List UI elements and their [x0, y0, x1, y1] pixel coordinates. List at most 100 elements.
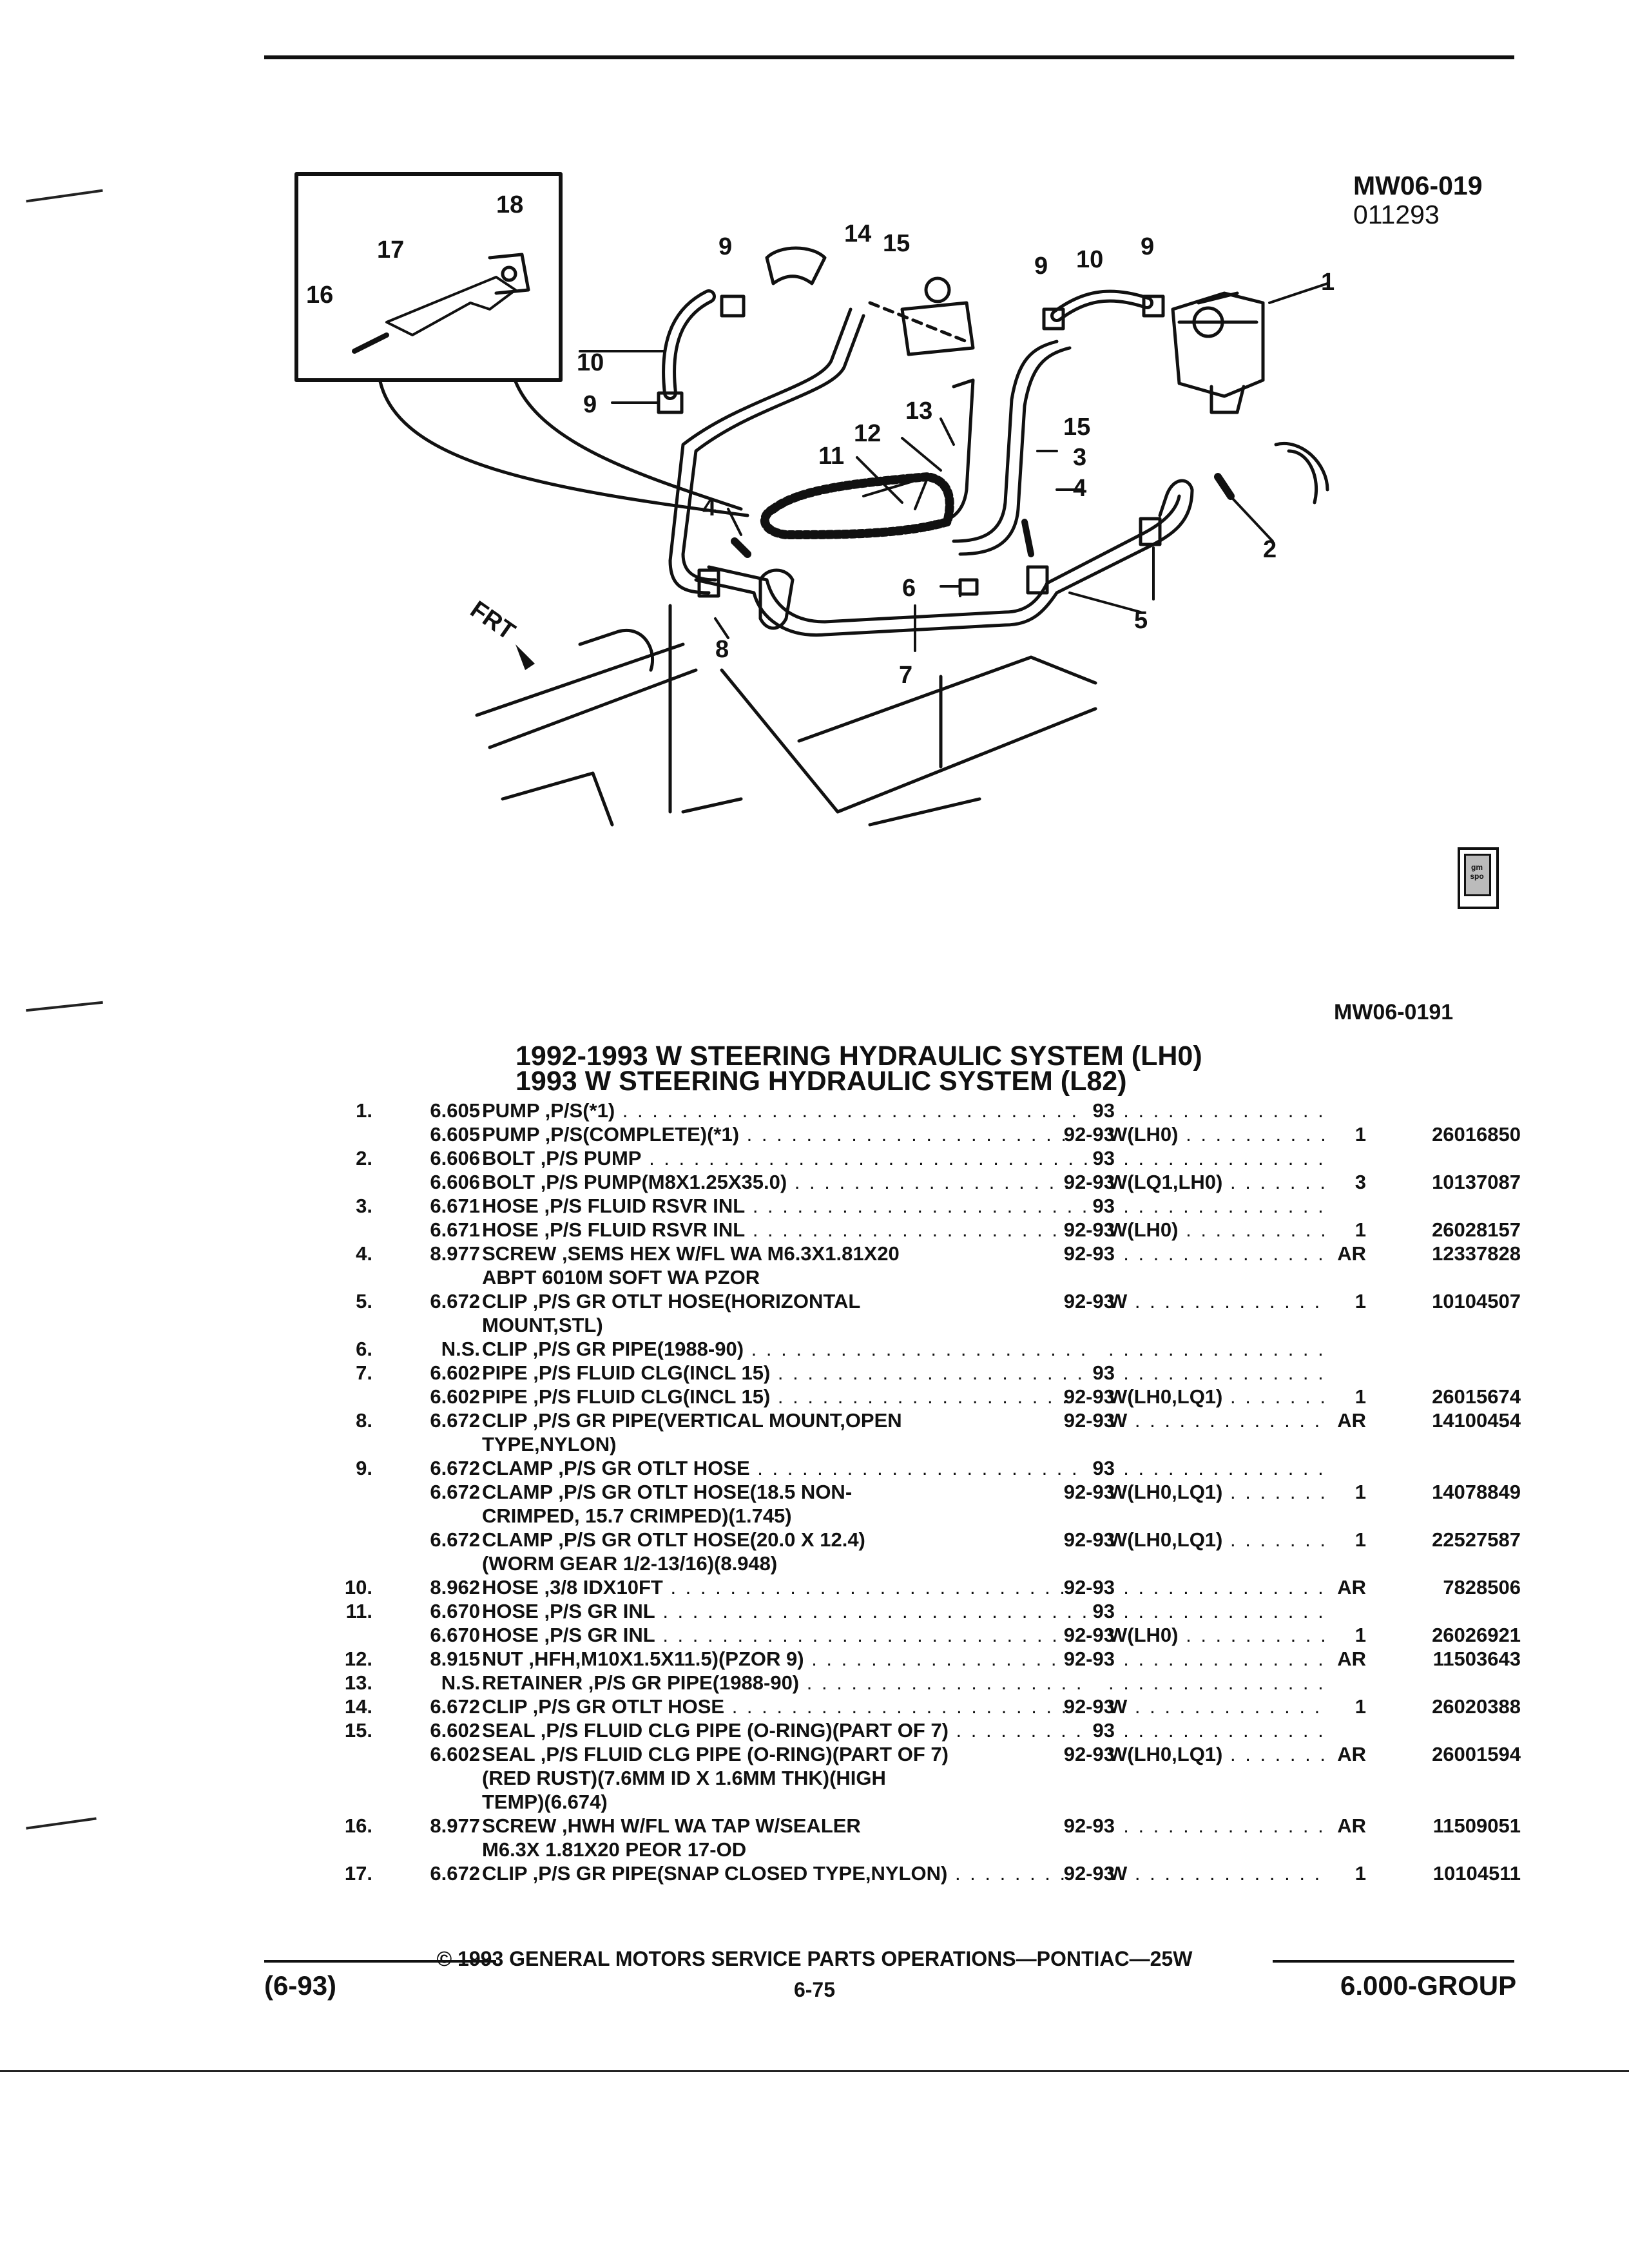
scan-mark	[26, 1001, 103, 1012]
leader-dots: . . . . . . . . . . . . . . . . . . . .	[1108, 1099, 1331, 1122]
part-name: SCREW	[482, 1242, 557, 1265]
quantity: AR	[1337, 1648, 1366, 1670]
model-years: 92-93	[1063, 1218, 1115, 1241]
item-number: 15.	[344, 1719, 372, 1742]
callout-number: 11	[818, 443, 844, 470]
item-number: 17.	[344, 1862, 372, 1885]
model-years: 93	[1092, 1195, 1115, 1217]
part-detail: ,P/S PUMP	[535, 1147, 642, 1169]
part-description: SCREW ,HWH W/FL WA TAP W/SEALER	[482, 1814, 1088, 1838]
part-description: PUMP ,P/S(COMPLETE)(*1) . . . . . . . . …	[482, 1122, 1088, 1146]
part-name: CLAMP	[482, 1481, 553, 1503]
leader-dots: . . . . . . . . . . . . . . . . . . . .	[1108, 1719, 1331, 1742]
usage-code: W(LH0,LQ1)	[1108, 1528, 1223, 1551]
callout-number: 16	[306, 282, 333, 309]
leader-dots: . . . . . . . . . . . . . . . . . . . .	[1134, 1409, 1331, 1432]
model-years: 93	[1092, 1099, 1115, 1122]
parts-row-continuation: M6.3X 1.81X20 PEOR 17-OD	[303, 1838, 1527, 1861]
model-years: 93	[1092, 1147, 1115, 1169]
part-description: CLIP ,P/S GR PIPE(VERTICAL MOUNT,OPEN	[482, 1408, 1088, 1432]
quantity: 1	[1354, 1695, 1366, 1718]
part-number: 26015674	[1432, 1385, 1521, 1408]
front-label: FRT	[465, 596, 520, 646]
part-description: HOSE ,3/8 IDX10FT . . . . . . . . . . . …	[482, 1575, 1088, 1599]
badge-text: gm spo	[1470, 863, 1484, 881]
part-number: 26028157	[1432, 1218, 1521, 1241]
item-number: 4.	[356, 1242, 372, 1265]
leader-dots: . . . . . . . . . . . . . . . . . . . . …	[662, 1600, 1088, 1622]
usage-code: W	[1108, 1862, 1128, 1885]
part-detail: ,P/S GR OTLT HOSE	[552, 1457, 750, 1479]
group-number: 6.602	[430, 1743, 480, 1765]
usage: . . . . . . . . . . . . . . . . . . . .	[1108, 1671, 1331, 1695]
leader-dots: . . . . . . . . . . . . . . . . . . . . …	[751, 1338, 1088, 1360]
item-number: 8.	[356, 1409, 372, 1432]
usage-code: W(LH0)	[1108, 1624, 1179, 1646]
leader-dots: . . . . . . . . . . . . . . . . . . . . …	[670, 1576, 1088, 1599]
footer-group: 6.000-GROUP	[1340, 1970, 1517, 2001]
part-name: HOSE	[482, 1218, 539, 1241]
item-number: 12.	[344, 1648, 372, 1670]
callout-number: 10	[577, 349, 604, 376]
footer-copyright: © 1993 GENERAL MOTORS SERVICE PARTS OPER…	[436, 1947, 1193, 1970]
part-detail: ,SEMS HEX W/FL WA M6.3X1.81X20	[556, 1242, 900, 1265]
part-name: RETAINER	[482, 1671, 583, 1694]
group-number: 8.977	[430, 1242, 480, 1265]
part-description: CLIP ,P/S GR PIPE(SNAP CLOSED TYPE,NYLON…	[482, 1861, 1088, 1885]
part-number: 26001594	[1432, 1743, 1521, 1765]
group-number: 6.671	[430, 1195, 480, 1217]
usage: W . . . . . . . . . . . . . . . . . . . …	[1108, 1861, 1331, 1885]
callout-number: 9	[718, 233, 732, 260]
part-number: 10104511	[1432, 1862, 1521, 1885]
callout-number: 4	[702, 494, 716, 521]
model-years: 92-93	[1063, 1528, 1115, 1551]
part-description: SCREW ,SEMS HEX W/FL WA M6.3X1.81X20	[482, 1242, 1088, 1265]
model-years: 92-93	[1063, 1123, 1115, 1146]
part-detail: ,P/S FLUID RSVR INL	[538, 1195, 746, 1217]
item-number: 5.	[356, 1290, 372, 1312]
part-number: 22527587	[1432, 1528, 1521, 1551]
part-detail: ,P/S GR PIPE(1988-90)	[583, 1671, 800, 1694]
model-years: 92-93	[1063, 1695, 1115, 1718]
group-number: 6.672	[430, 1528, 480, 1551]
usage-code: W(LQ1,LH0)	[1108, 1171, 1223, 1193]
part-detail: ,P/S FLUID CLG PIPE (O-RING)(PART OF 7)	[535, 1743, 949, 1765]
part-description-continuation: ABPT 6010M SOFT WA PZOR	[482, 1266, 760, 1289]
leader-dots: . . . . . . . . . . . . . . . . . . . . …	[752, 1218, 1088, 1241]
quantity: 1	[1354, 1528, 1366, 1551]
part-name: HOSE	[482, 1576, 539, 1599]
usage-code: W(LH0)	[1108, 1123, 1179, 1146]
callout-number: 4	[1073, 475, 1086, 502]
item-number: 1.	[356, 1099, 372, 1122]
model-years: 92-93	[1063, 1290, 1115, 1312]
usage: . . . . . . . . . . . . . . . . . . . .	[1108, 1456, 1331, 1480]
part-name: CLAMP	[482, 1457, 553, 1479]
part-number: 7828506	[1443, 1576, 1521, 1599]
model-years: 92-93	[1063, 1409, 1115, 1432]
group-number: 6.606	[430, 1171, 480, 1193]
part-description: HOSE ,P/S GR INL . . . . . . . . . . . .…	[482, 1599, 1088, 1623]
usage-code: W(LH0,LQ1)	[1108, 1385, 1223, 1408]
part-detail: ,P/S GR OTLT HOSE(18.5 NON-	[552, 1481, 853, 1503]
part-name: CLAMP	[482, 1528, 553, 1551]
item-number: 7.	[356, 1361, 372, 1384]
part-description: PIPE ,P/S FLUID CLG(INCL 15) . . . . . .…	[482, 1385, 1088, 1408]
item-number: 11.	[345, 1600, 372, 1622]
parts-row: 13.N.S.RETAINER ,P/S GR PIPE(1988-90) . …	[303, 1671, 1527, 1695]
group-number: 6.671	[430, 1218, 480, 1241]
group-number: 8.915	[430, 1648, 480, 1670]
usage: . . . . . . . . . . . . . . . . . . . .	[1108, 1718, 1331, 1742]
model-years: 93	[1092, 1600, 1115, 1622]
part-name: PIPE	[482, 1361, 528, 1384]
parts-row-continuation: (WORM GEAR 1/2-13/16)(8.948)	[303, 1552, 1527, 1575]
item-number: 13.	[344, 1671, 372, 1694]
parts-row: 6.N.S.CLIP ,P/S GR PIPE(1988-90) . . . .…	[303, 1337, 1527, 1361]
